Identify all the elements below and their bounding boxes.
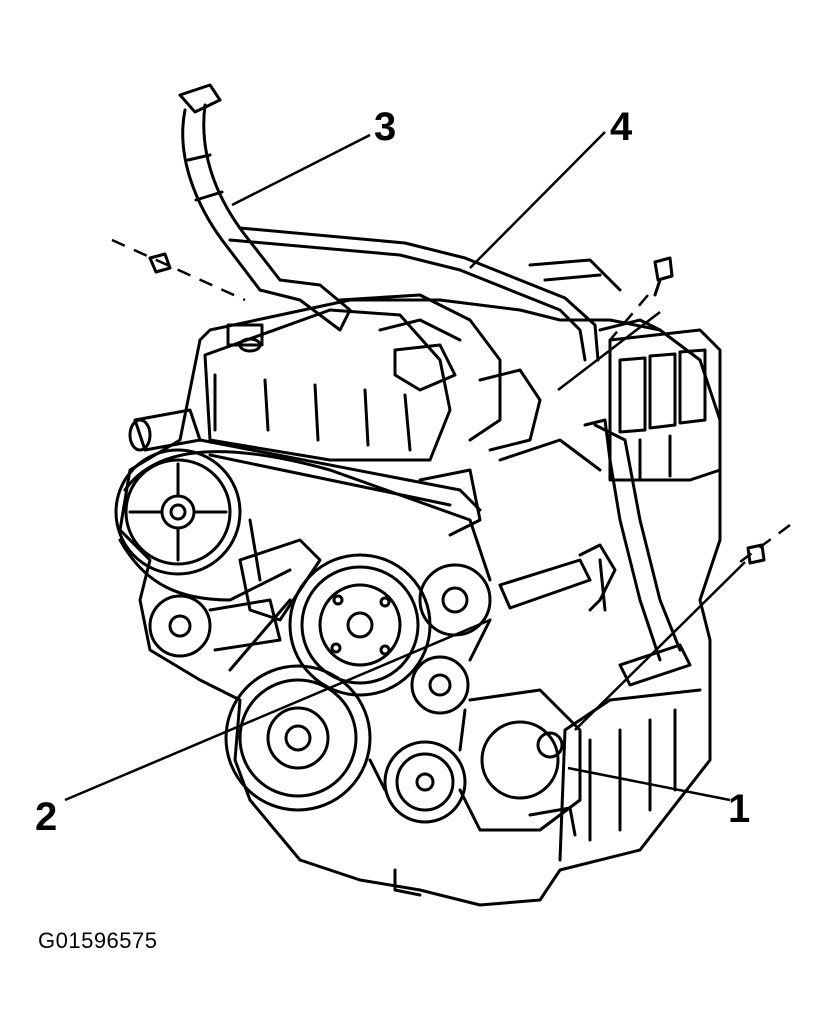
coolant-outlet <box>128 408 202 452</box>
leader-line-4 <box>469 131 606 269</box>
callout-label-1: 1 <box>728 787 750 831</box>
leader-line-2 <box>64 618 491 802</box>
generator <box>458 688 582 837</box>
front-bracket <box>238 518 322 622</box>
tensioner-pulley <box>410 655 470 715</box>
figure-code: G01596575 <box>38 928 158 953</box>
sensor-tube <box>498 543 617 612</box>
bolt-top-right <box>653 256 674 297</box>
coil-pack <box>608 328 722 482</box>
leader-line-4b <box>557 311 661 391</box>
bolt-line-top-left <box>111 238 246 302</box>
water-pump-pulley <box>383 740 467 824</box>
heater-pipe <box>228 226 600 362</box>
bolt-line-top-right <box>609 294 649 341</box>
leader-line-3 <box>231 133 371 207</box>
outlet-hose <box>583 418 692 687</box>
ac-compressor-pulley <box>288 553 432 697</box>
idler-pulley-left <box>148 594 282 658</box>
bolt-top-left <box>148 252 172 274</box>
leader-line-1 <box>567 766 731 802</box>
bolt-line-right <box>739 523 791 564</box>
bolt-right <box>746 543 766 565</box>
callout-label-2: 2 <box>35 795 57 839</box>
power-steering-pulley <box>114 448 242 576</box>
drive-belt <box>118 450 492 792</box>
valve-cover <box>198 308 482 512</box>
crankshaft-pulley <box>224 664 372 812</box>
heater-hose <box>178 83 352 332</box>
callout-label-4: 4 <box>610 105 633 149</box>
callout-label-3: 3 <box>374 105 396 149</box>
intake-assembly <box>338 258 622 537</box>
leader-line-1b <box>574 561 746 731</box>
